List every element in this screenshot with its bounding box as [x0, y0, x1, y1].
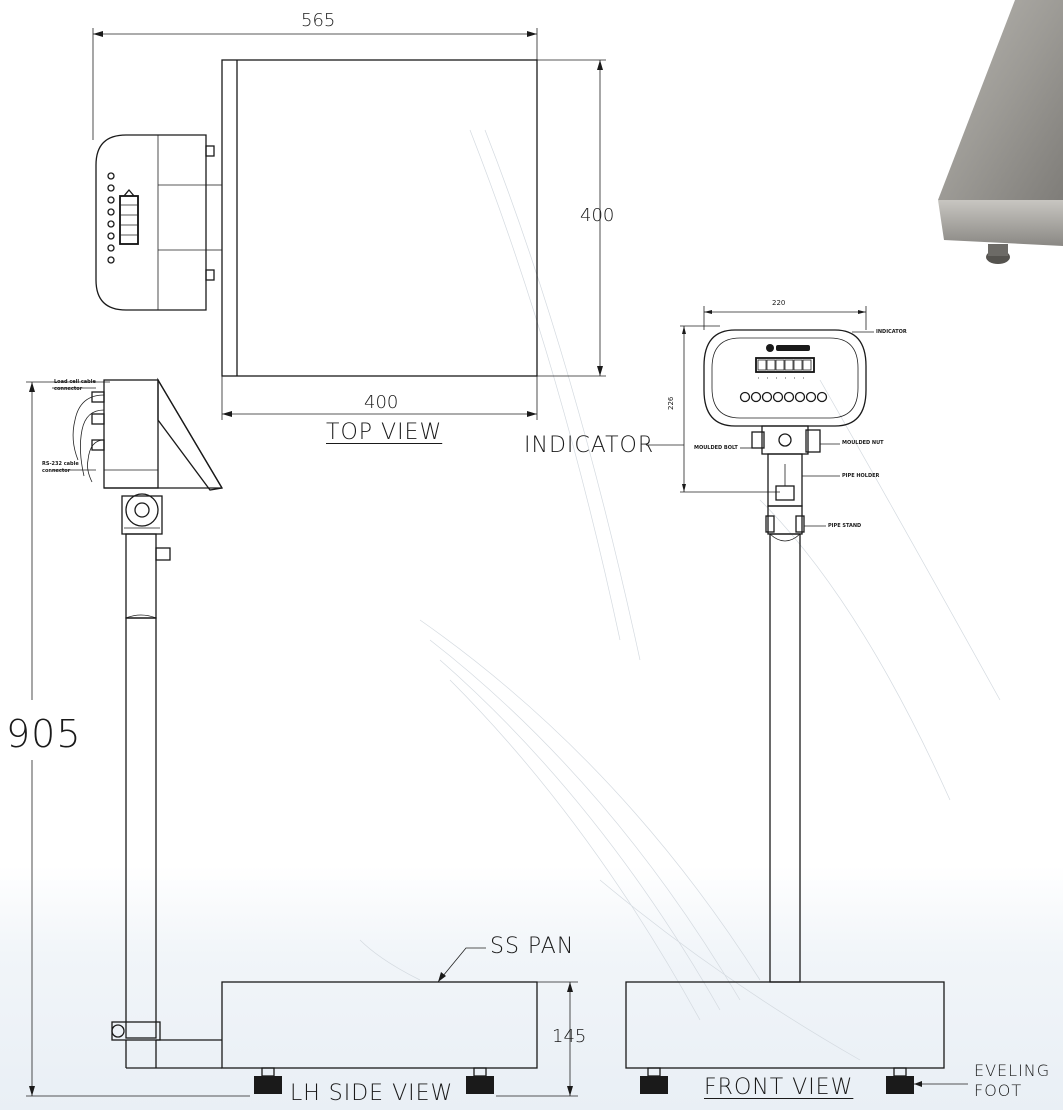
side-view-title: LH SIDE VIEW: [290, 1081, 454, 1106]
dimension-pan-width: 400: [364, 392, 399, 413]
pipe-stand-callout: PIPE STAND: [828, 523, 862, 529]
ss-pan-callout: SS PAN: [490, 934, 575, 959]
rs232-connector-callout-line2: connector: [42, 468, 71, 474]
load-cell-connector-callout-line2: connector: [54, 386, 83, 392]
front-view-title: FRONT VIEW: [704, 1075, 854, 1100]
leveling-foot-callout-line1: EVELING: [974, 1061, 1051, 1080]
front-view: [625, 306, 968, 1094]
top-view-title: TOP VIEW: [326, 420, 443, 445]
moulded-nut-callout: MOULDED NUT: [842, 440, 884, 446]
dimension-pan-height: 145: [552, 1026, 587, 1047]
pipe-holder-callout: PIPE HOLDER: [842, 473, 880, 479]
moulded-bolt-callout: MOULDED BOLT: [694, 445, 738, 451]
dimension-total-height: 905: [6, 712, 82, 756]
indicator-callout: INDICATOR: [524, 433, 655, 458]
dimension-pan-depth: 400: [580, 205, 615, 226]
indicator-small-callout: INDICATOR: [876, 329, 907, 335]
load-cell-connector-callout-line1: Load cell cable: [54, 379, 96, 385]
top-view: [92, 28, 606, 420]
background-decoration: [359, 129, 1001, 1061]
product-photo-corner: [930, 0, 1063, 270]
rs232-connector-callout-line1: RS-232 cable: [42, 461, 79, 467]
side-view: [26, 377, 578, 1097]
dimension-indicator-width: 220: [772, 299, 786, 307]
leveling-foot-callout-line2: FOOT: [974, 1081, 1023, 1100]
dimension-indicator-height: 226: [667, 396, 675, 410]
dimension-top-width: 565: [301, 10, 336, 31]
